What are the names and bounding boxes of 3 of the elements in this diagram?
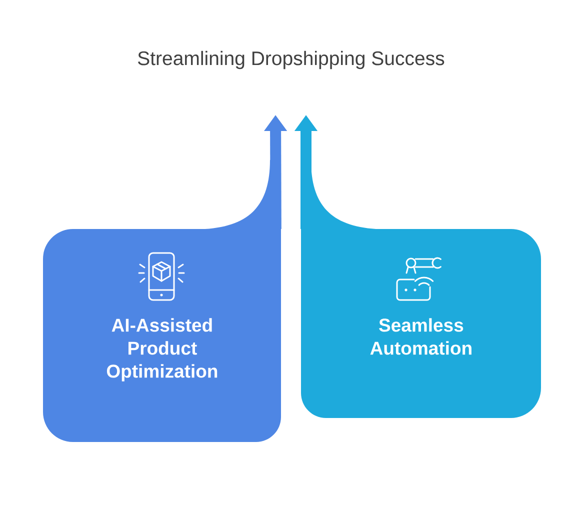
- process-box: AI-Assisted Product Optimization: [43, 160, 281, 442]
- process-box: Seamless Automation: [301, 160, 541, 418]
- title: Streamlining Dropshipping Success: [138, 50, 444, 70]
